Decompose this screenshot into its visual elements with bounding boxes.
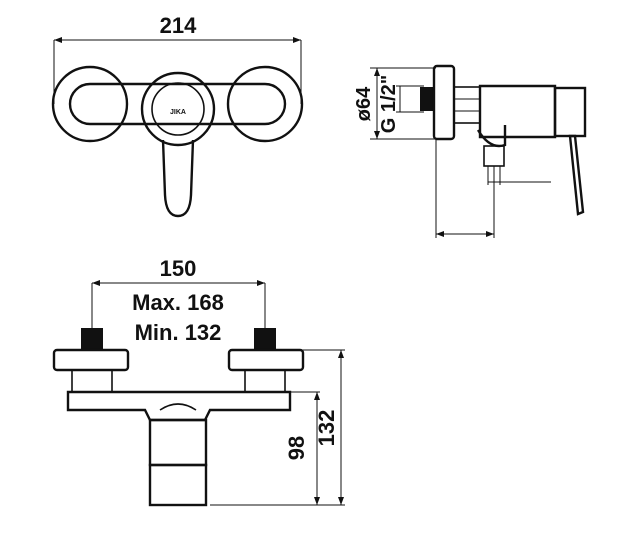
min-distance-label: Min. 132 [135,320,222,345]
side-flange [432,64,456,141]
side-outlet-nut [483,145,505,167]
mixer-body [68,82,287,126]
brand-logo: JIKA [170,109,186,116]
max-distance-label: Max. 168 [132,290,224,315]
right-thread [254,328,276,350]
right-nut [244,369,286,393]
diameter-label: ø64 [353,86,375,121]
outer-height-label: 132 [314,410,339,447]
arrow-right [293,37,301,43]
left-flange [51,65,129,143]
side-cartridge [553,86,587,138]
side-body [478,84,557,139]
right-flange [226,65,304,143]
thread-label: G 1/2" [378,75,400,133]
left-nut [71,369,113,393]
cartridge-inner [151,82,205,136]
right-flange-bottom [227,348,305,372]
inner-height-label: 98 [284,436,309,460]
front-view: 214 JIKA [51,13,304,218]
side-lever [568,134,585,216]
bottom-cartridge [148,418,208,467]
lever-handle [161,139,195,218]
thread-connector [420,87,434,111]
width-dimension-label: 214 [160,13,197,38]
bottom-view: 150 Max. 168 Min. 132 98 132 [52,256,345,507]
left-flange-bottom [52,348,130,372]
cartridge-cover [140,71,216,147]
side-nut [453,86,481,124]
arrow-left [54,37,62,43]
left-thread [81,328,103,350]
bottom-body [66,390,292,422]
side-outlet-elbow [476,125,507,148]
side-view: ø64 G 1/2" [353,64,587,238]
center-distance-label: 150 [160,256,197,281]
bottom-outlet [148,463,208,507]
